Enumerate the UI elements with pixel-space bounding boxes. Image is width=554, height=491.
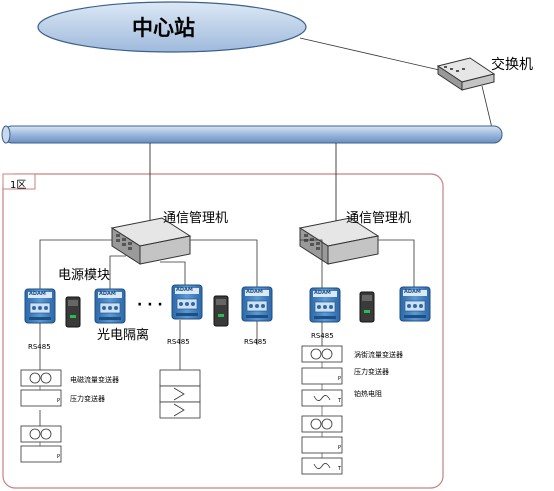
pressure-left-label: 压力变送器 [70, 395, 105, 403]
adam-logo-4: ADAM [246, 289, 263, 295]
rtd-label: 铂热电阻 [354, 390, 382, 398]
pressure-sensor-left-2 [20, 445, 62, 463]
em-flow-sensor-2 [20, 425, 62, 443]
power-module-label: 电源模块 [58, 268, 111, 283]
em-flow-label: 电磁流量变送器 [70, 376, 119, 384]
rs485-label-3: RS485 [244, 338, 267, 346]
t-mark-1: T [338, 398, 342, 404]
opto-isolation-label: 光电隔离 [97, 328, 150, 343]
center-station-label: 中心站 [132, 16, 195, 40]
rtd-sensor [301, 389, 343, 407]
center-station-ellipse [37, 1, 307, 53]
t-mark-2: T [338, 466, 342, 472]
switch-label: 交换机 [491, 57, 533, 73]
sensor-mid-3 [159, 401, 201, 419]
rs485-label-1: RS485 [28, 343, 51, 351]
pressure-sensor-left-1 [20, 389, 62, 407]
zone-label: 1区 [10, 180, 27, 191]
isolator-2 [213, 295, 229, 327]
vortex-flow-sensor [301, 345, 343, 363]
adam-logo-6: ADAM [404, 289, 421, 295]
isolator-3 [359, 291, 375, 323]
comm-manager-right-label: 通信管理机 [346, 211, 412, 226]
adam-logo-3: ADAM [176, 287, 193, 293]
p-mark-3: P [338, 376, 342, 382]
rs485-label-2: RS485 [167, 338, 190, 346]
sensor-mid-1 [159, 369, 201, 387]
ethernet-bus [1, 125, 503, 144]
p-mark-1: P [57, 398, 61, 404]
adam-logo-2: ADAM [99, 291, 116, 297]
sensor-mid-2 [159, 385, 201, 403]
rs485-label-4: RS485 [311, 332, 334, 340]
comm-manager-left-label: 通信管理机 [163, 211, 229, 226]
adam-logo-1: ADAM [29, 291, 46, 297]
p-mark-4: P [338, 445, 342, 451]
adam-logo-5: ADAM [314, 290, 331, 296]
isolator-1 [65, 296, 81, 328]
pressure-sensor-right-2 [301, 436, 343, 454]
zone-1-box [2, 173, 444, 489]
rtd-sensor-2 [301, 457, 343, 475]
switch-icon [436, 57, 496, 91]
ellipsis: · · · [137, 297, 163, 313]
em-flow-sensor [20, 369, 62, 387]
vortex-flow-label: 涡街流量变送器 [354, 351, 403, 359]
pressure-right-label: 压力变送器 [354, 368, 389, 376]
vortex-flow-sensor-2 [301, 415, 343, 433]
p-mark-2: P [57, 454, 61, 460]
pressure-sensor-right [301, 367, 343, 385]
